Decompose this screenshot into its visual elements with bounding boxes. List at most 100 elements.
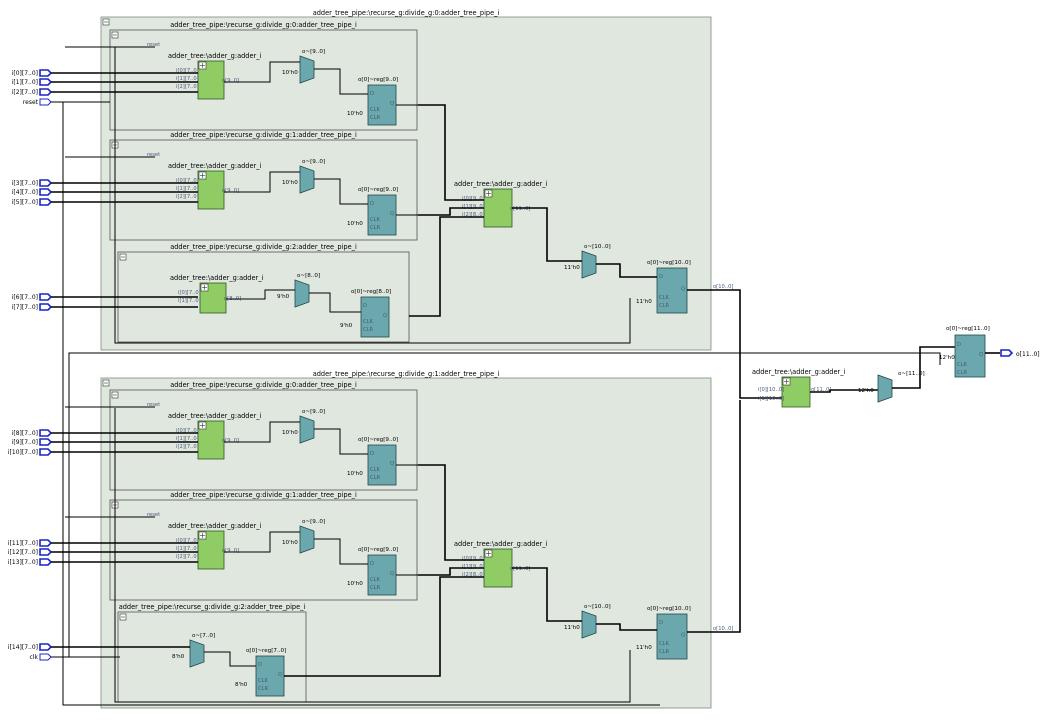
- reg-pin-d: D: [957, 342, 961, 348]
- g1-sub0-reg[interactable]: [367, 444, 397, 486]
- final-mux-const: 12'h0: [858, 388, 874, 394]
- input-port-i0-label: i[0][7..0]: [12, 70, 38, 77]
- g0-sub0-adder[interactable]: [197, 60, 225, 100]
- reset-label: reset: [147, 512, 160, 518]
- g1-level-mux[interactable]: [581, 610, 597, 639]
- input-port-i0[interactable]: [39, 69, 53, 77]
- reg-pin-clk: CLK: [957, 362, 968, 368]
- input-port-i3[interactable]: [39, 179, 53, 187]
- g1-sub1-title: adder_tree_pipe:\recurse_g:divide_g:1:ad…: [170, 491, 357, 499]
- g0-level-reg[interactable]: [656, 267, 688, 314]
- reset-label: reset: [147, 42, 160, 48]
- adder-input-label: i[2][8..0]: [462, 212, 485, 218]
- g1-sub0-mux-label: o~[9..0]: [302, 409, 325, 415]
- adder-input-label: i[2][7..0]: [176, 84, 199, 90]
- g1-sub0-adder-title: adder_tree:\adder_g:adder_i: [168, 412, 262, 420]
- reg-pin-clr: CLR: [370, 115, 381, 121]
- g1-sub2-mux[interactable]: [189, 639, 205, 668]
- g0-sub2-title: adder_tree_pipe:\recurse_g:divide_g:2:ad…: [170, 243, 357, 251]
- adder-input-label: i[2][7..0]: [176, 554, 199, 560]
- reg-pin-d: D: [370, 91, 374, 97]
- g0-sub0-reg[interactable]: [367, 84, 397, 126]
- g1-sub1[interactable]: [109, 499, 418, 601]
- mux-to-reg: [309, 292, 361, 313]
- mux-to-reg: [314, 428, 368, 455]
- g1-sub0-mux[interactable]: [299, 415, 315, 444]
- reg-pin-clk: CLK: [370, 577, 381, 583]
- reg-pin-q: Q: [390, 571, 394, 577]
- bus-wire: [687, 289, 782, 399]
- g1-sub0[interactable]: [109, 389, 418, 491]
- reg-pin-clk: CLK: [370, 217, 381, 223]
- g0-sub0-mux[interactable]: [299, 55, 315, 84]
- g0-sub0-mux-const: 10'h0: [282, 70, 298, 76]
- input-port-i6-label: i[6][7..0]: [12, 294, 38, 301]
- input-port-i7[interactable]: [39, 303, 53, 311]
- reg-pin-clr: CLR: [370, 475, 381, 481]
- reg-pin-clr: CLR: [659, 649, 670, 655]
- bus-wire: [512, 567, 582, 622]
- reg-pin-clr: CLR: [957, 370, 968, 376]
- g1-sub1-reg[interactable]: [367, 554, 397, 596]
- reg-pin-q: Q: [681, 633, 685, 639]
- adder-output-label: o[9..0]: [222, 78, 239, 84]
- final-reg[interactable]: [954, 334, 986, 378]
- input-port-i12[interactable]: [39, 548, 53, 556]
- bus-wire: [418, 567, 484, 576]
- input-port-i4[interactable]: [39, 188, 53, 196]
- g0-sub1-reg-title: o[0]~reg[9..0]: [358, 187, 398, 193]
- input-port-clk[interactable]: [39, 653, 52, 661]
- input-port-i13[interactable]: [39, 558, 53, 566]
- adder-output-label: o[11..0]: [510, 566, 530, 572]
- g0-sub2-reg[interactable]: [360, 296, 390, 338]
- output-port[interactable]: [1000, 349, 1014, 357]
- final-mux-label: o~[11..0]: [898, 371, 925, 377]
- input-port-i12-label: i[12][7..0]: [8, 549, 38, 556]
- final-adder-title: adder_tree:\adder_g:adder_i: [752, 368, 846, 376]
- g0-sub1[interactable]: [109, 139, 418, 241]
- input-port-i6[interactable]: [39, 293, 53, 301]
- g0-level-mux[interactable]: [581, 250, 597, 279]
- output-port-label: o[11..0]: [1016, 351, 1040, 358]
- g0-sub2-reg-title: o[0]~reg[8..0]: [351, 289, 391, 295]
- g1-sub0-title: adder_tree_pipe:\recurse_g:divide_g:0:ad…: [170, 381, 357, 389]
- reg-pin-d: D: [258, 662, 262, 668]
- g0-sub1-mux[interactable]: [299, 165, 315, 194]
- g0-sub0-reg-const: 10'h0: [347, 111, 363, 117]
- bus-wire: [512, 207, 582, 262]
- input-port-i8[interactable]: [39, 429, 53, 437]
- input-port-i14[interactable]: [39, 643, 53, 651]
- mux-to-reg: [314, 68, 368, 95]
- input-port-i9[interactable]: [39, 438, 53, 446]
- g0-level-mux-const: 11'h0: [564, 265, 580, 271]
- g1-sub1-mux[interactable]: [299, 525, 315, 554]
- input-port-i10[interactable]: [39, 448, 53, 456]
- input-port-i2[interactable]: [39, 88, 53, 96]
- adder-input-label: i[0][7..0]: [178, 290, 201, 296]
- adder-output-label: o[9..0]: [222, 188, 239, 194]
- input-port-i10-label: i[10][7..0]: [8, 449, 38, 456]
- g0-sub1-reg[interactable]: [367, 194, 397, 236]
- final-mux[interactable]: [877, 374, 893, 403]
- g0-sub0[interactable]: [109, 29, 418, 131]
- adder-input-label: i[0][9..0]: [462, 196, 485, 202]
- g1-sub2-reg[interactable]: [255, 655, 285, 697]
- g0-sub2-mux[interactable]: [294, 279, 310, 308]
- input-port-i5[interactable]: [39, 198, 53, 206]
- clk-g1: [114, 408, 631, 703]
- g1-out-label: o[10..0]: [713, 626, 733, 632]
- input-port-i1[interactable]: [39, 78, 53, 86]
- g1-level-reg-const: 11'h0: [636, 645, 652, 651]
- bus-wire: [810, 389, 878, 393]
- adder-input-label: i[1][7..0]: [176, 76, 199, 82]
- adder-input-label: i[0][7..0]: [176, 428, 199, 434]
- input-port-i8-label: i[8][7..0]: [12, 430, 38, 437]
- reg-pin-d: D: [370, 451, 374, 457]
- g1-level-reg[interactable]: [656, 613, 688, 660]
- adder-input-label: i[1][7..0]: [176, 436, 199, 442]
- final-reg-title: o[0]~reg[11..0]: [946, 326, 990, 332]
- input-port-reset[interactable]: [39, 98, 52, 106]
- mux-to-reg: [314, 178, 368, 205]
- input-port-i11[interactable]: [39, 539, 53, 547]
- top-group-1-title: adder_tree_pipe:\recurse_g:divide_g:1:ad…: [313, 370, 500, 378]
